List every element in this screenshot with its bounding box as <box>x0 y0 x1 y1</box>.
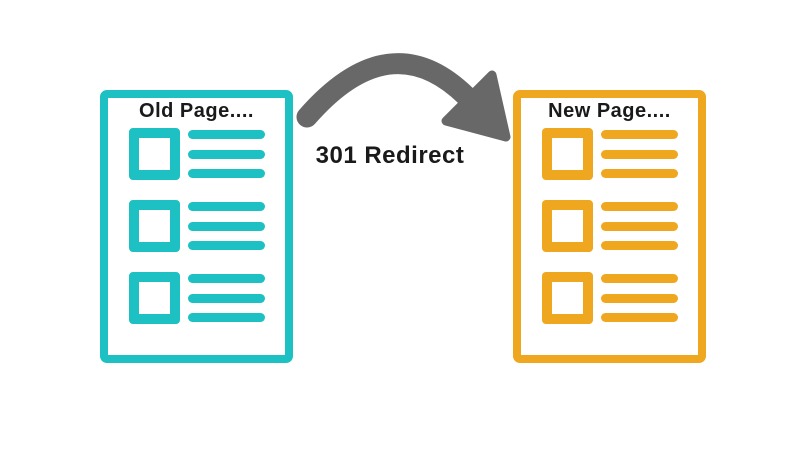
redirect-arrow-icon <box>296 53 511 142</box>
text-line <box>188 313 265 322</box>
image-placeholder-square <box>542 272 593 324</box>
text-line <box>188 241 265 250</box>
text-lines <box>601 201 678 251</box>
text-line <box>188 169 265 178</box>
text-line <box>601 202 678 211</box>
text-line <box>188 202 265 211</box>
content-row <box>542 128 678 180</box>
text-line <box>601 169 678 178</box>
image-placeholder-square <box>129 128 180 180</box>
text-line <box>188 149 265 159</box>
text-line <box>188 221 265 231</box>
old-page-content-rows <box>129 128 265 324</box>
text-line <box>601 221 678 231</box>
text-line <box>188 274 265 283</box>
content-row <box>129 200 265 252</box>
content-row <box>129 128 265 180</box>
text-line <box>601 293 678 303</box>
redirect-label: 301 Redirect <box>315 142 465 169</box>
content-row <box>542 272 678 324</box>
content-row <box>129 272 265 324</box>
text-lines <box>188 273 265 323</box>
text-line <box>188 293 265 303</box>
text-line <box>601 241 678 250</box>
new-page-title: New Page.... <box>548 100 671 122</box>
text-line <box>601 313 678 322</box>
text-lines <box>188 129 265 179</box>
text-lines <box>601 273 678 323</box>
image-placeholder-square <box>129 272 180 324</box>
image-placeholder-square <box>129 200 180 252</box>
text-line <box>601 149 678 159</box>
old-page-title: Old Page.... <box>139 100 254 122</box>
new-page-card: New Page.... <box>513 90 706 363</box>
content-row <box>542 200 678 252</box>
new-page-content-rows <box>542 128 678 324</box>
old-page-card: Old Page.... <box>100 90 293 363</box>
text-lines <box>188 201 265 251</box>
image-placeholder-square <box>542 128 593 180</box>
text-lines <box>601 129 678 179</box>
arrow-head <box>441 70 511 142</box>
text-line <box>188 130 265 139</box>
text-line <box>601 130 678 139</box>
arrow-shaft <box>296 53 477 128</box>
text-line <box>601 274 678 283</box>
image-placeholder-square <box>542 200 593 252</box>
